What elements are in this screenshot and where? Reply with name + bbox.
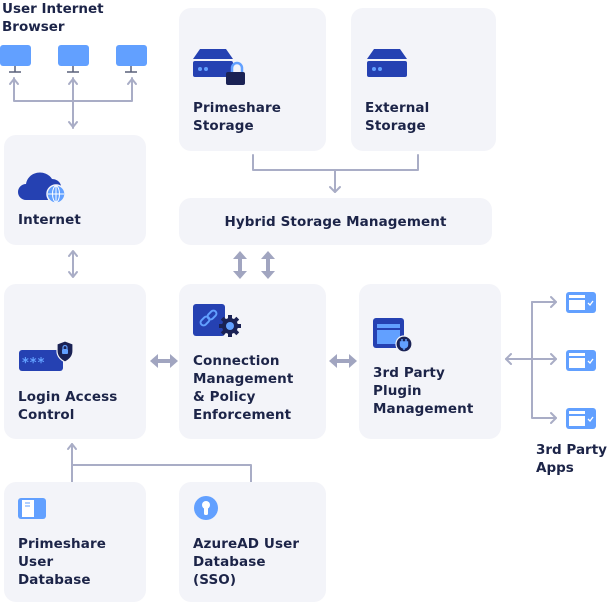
keyhole-icon — [194, 496, 218, 520]
monitor-icon — [58, 45, 89, 73]
internet-label: Internet — [18, 212, 81, 228]
connection-mgmt-label: Connection Management & Policy Enforceme… — [193, 353, 294, 423]
cloud-globe-icon — [18, 172, 66, 204]
monitor-icon — [0, 45, 31, 73]
primeshare-storage-card[interactable]: Primeshare Storage — [179, 8, 326, 151]
connection-plugin-arrow — [329, 354, 357, 368]
server-icon — [367, 49, 407, 77]
login-access-card[interactable]: *** Login Access Control — [4, 284, 146, 439]
plugin-apps-connector — [505, 296, 557, 424]
app-icons — [566, 292, 596, 429]
primeshare-storage-label: Primeshare Storage — [193, 100, 281, 134]
login-access-label: Login Access Control — [18, 389, 118, 423]
login-connection-arrow — [150, 354, 178, 368]
monitor-icon — [116, 45, 147, 73]
primeshare-user-db-card[interactable]: Primeshare User Database — [4, 482, 146, 602]
link-gear-icon — [193, 304, 241, 337]
userdb-login-connector — [67, 443, 252, 483]
plugin-mgmt-card[interactable]: 3rd Party Plugin Management — [359, 284, 501, 439]
monitor-icons — [0, 45, 147, 73]
internet-card[interactable]: Internet — [4, 135, 146, 245]
password-shield-icon: *** — [19, 340, 74, 371]
plugin-mgmt-label: 3rd Party Plugin Management — [373, 365, 474, 417]
app-window-check-icon — [566, 350, 596, 371]
hybrid-connection-arrow-2 — [261, 251, 275, 279]
browser-connector — [9, 77, 137, 129]
document-icon — [18, 498, 46, 519]
internet-login-connector — [68, 250, 78, 278]
external-storage-card[interactable]: External Storage — [351, 8, 496, 151]
user-browser-label: User Internet Browser — [2, 1, 104, 35]
azuread-db-label: AzureAD User Database (SSO) — [193, 536, 300, 588]
app-window-check-icon — [566, 292, 596, 313]
external-storage-label: External Storage — [365, 100, 430, 134]
primeshare-user-db-label: Primeshare User Database — [18, 536, 106, 588]
hybrid-storage-label: Hybrid Storage Management — [224, 214, 447, 230]
third-party-apps-label: 3rd Party Apps — [536, 442, 607, 476]
hybrid-storage-card[interactable]: Hybrid Storage Management — [179, 198, 492, 245]
hybrid-connection-arrow-1 — [233, 251, 247, 279]
app-window-check-icon — [566, 408, 596, 429]
window-plug-icon — [373, 318, 413, 352]
server-lock-icon — [193, 49, 245, 85]
svg-text:***: *** — [22, 356, 45, 371]
azuread-db-card[interactable]: AzureAD User Database (SSO) — [179, 482, 326, 602]
connection-mgmt-card[interactable]: Connection Management & Policy Enforceme… — [179, 284, 326, 439]
storage-hybrid-connector — [252, 154, 419, 193]
